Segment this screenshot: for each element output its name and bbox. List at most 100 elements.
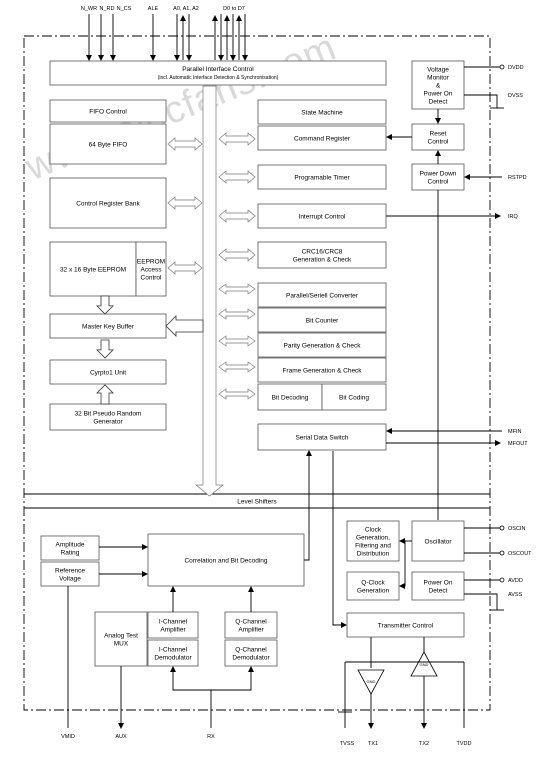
- transmitter-control-block: [346, 612, 465, 638]
- pin-n-cs-label: N_CS: [117, 6, 132, 12]
- dvdd-pin: [499, 64, 505, 70]
- cmd-bus-connector: [218, 132, 256, 146]
- analog-mux-block-label-line-0: Analog Test: [104, 632, 138, 639]
- i-amp-block-label-line-1: Amplifier: [160, 626, 186, 633]
- eeprom-access-block-label-line-1: Access: [141, 266, 163, 273]
- frame-block: [257, 357, 387, 383]
- interrupt-control-block: [257, 203, 387, 229]
- correlation-block: [147, 533, 305, 587]
- interrupt-control-block-label: Interrupt Control: [299, 213, 347, 220]
- rx-branch: [211, 666, 254, 691]
- tvdd-label: TVDD: [457, 741, 472, 747]
- oscin-label: OSCIN: [508, 526, 525, 532]
- bit-counter-block-label: Bit Counter: [306, 317, 339, 324]
- voltage-monitor-block-label-line-0: Voltage: [427, 66, 449, 73]
- dvdd-label: DVDD: [508, 65, 524, 71]
- mfin-label: MFIN: [508, 429, 521, 435]
- oscout-label: OSCOUT: [508, 551, 532, 557]
- clock-gen-block: [346, 520, 400, 562]
- power-on-detect-block-label-line-0: Power On: [424, 579, 453, 586]
- power-on-detect-block: [411, 571, 465, 601]
- tvss-label: TVSS: [340, 741, 355, 747]
- rstpd-label: RSTPD: [508, 175, 527, 181]
- eeprom-bus-connector: [167, 261, 203, 275]
- bit-coding-block: [321, 383, 387, 411]
- pin-n-wr-label: N_WR: [81, 6, 97, 12]
- state-machine-block-label: State Machine: [301, 109, 343, 116]
- reference-voltage-block-label-line-0: Reference: [55, 567, 85, 574]
- q-demod-block-label-line-0: Q-Channel: [235, 646, 267, 653]
- ps-bus-connector-5: [218, 388, 256, 400]
- eeprom-access-block: [135, 241, 167, 297]
- control-register-bank-block-label: Control Register Bank: [76, 200, 140, 207]
- bit-decoding-block: [257, 383, 323, 411]
- key-to-crypto-arrow: [96, 339, 114, 359]
- q-clock-block-label-line-0: Q-Clock: [361, 579, 385, 586]
- q-clock-block-label-line-1: Generation: [357, 587, 390, 594]
- clock-gen-block-label-line-1: Generation,: [356, 534, 390, 541]
- prng-block: [49, 403, 167, 431]
- clock-gen-block-label-line-0: Clock: [365, 526, 382, 533]
- eeprom-access-block-label-line-0: EEPROM: [137, 258, 165, 265]
- fifo-block: [49, 123, 167, 165]
- internal-bus-arrow: [195, 85, 224, 497]
- tx1-label: TX1: [368, 741, 378, 747]
- bus-to-key-buffer-arrow: [165, 315, 204, 337]
- pin-n-rd-label: N_RD: [100, 6, 115, 12]
- control-register-bank-block: [49, 177, 167, 229]
- eeprom-to-key-arrow: [96, 295, 114, 315]
- mfout-label: MFOUT: [508, 441, 528, 447]
- clock-gen-block-label-line-3: Distribution: [357, 550, 390, 557]
- aux-label: AUX: [115, 734, 127, 740]
- analog-mux-block-label-line-1: MUX: [114, 640, 129, 647]
- irq-bus-connector: [218, 209, 256, 223]
- i-demod-block-label-line-0: I-Channel: [159, 646, 188, 653]
- programable-timer-block-label: Programable Timer: [294, 174, 350, 181]
- crypto-unit-block: [49, 359, 167, 385]
- amplitude-rating-block-label-line-0: Amplitude: [56, 541, 85, 548]
- voltage-monitor-block-label-line-3: Power On: [424, 90, 453, 97]
- oscin-pin: [499, 525, 505, 531]
- rx-label: RX: [207, 734, 215, 740]
- dvss-line: [464, 94, 498, 108]
- crb-bus-connector: [167, 196, 203, 210]
- voltage-monitor-block-label-line-1: Monitor: [427, 74, 450, 81]
- voltage-monitor-block-label-line-4: Detect: [429, 98, 448, 105]
- transmitter-control-block-label: Transmitter Control: [378, 622, 434, 629]
- amplitude-rating-block: [40, 535, 100, 561]
- ps-bus-connector-2: [218, 308, 256, 320]
- crc-block-label-line-1: Generation & Check: [293, 256, 352, 263]
- serial-data-switch-block: [257, 423, 387, 451]
- frame-block-label: Frame Generation & Check: [282, 367, 362, 374]
- command-register-block-label: Command Register: [294, 135, 351, 142]
- ps-bus-connector-4: [218, 361, 256, 373]
- avdd-label: AVDD: [508, 578, 523, 584]
- correlation-block-label: Correlation and Bit Decoding: [184, 557, 267, 564]
- fifo-block-label: 64 Byte FIFO: [89, 141, 128, 148]
- fifo-control-block-label: FIFO Control: [89, 108, 127, 115]
- ps-bus-connector-3: [218, 335, 256, 347]
- reset-control-block: [411, 123, 465, 151]
- reset-control-block-label-line-0: Reset: [430, 130, 447, 137]
- parallel-serial-block: [257, 282, 387, 308]
- clkgen-to-qclk-link: [399, 541, 406, 589]
- crypto-unit-block-label: Cyrpto1 Unit: [90, 369, 126, 376]
- rx-line: [170, 666, 212, 728]
- i-demod-block-label-line-1: Demodulator: [154, 654, 192, 661]
- parallel-serial-block-label: Parallel/Seriell Converter: [286, 292, 359, 299]
- serial-data-switch-block-label: Serial Data Switch: [295, 434, 348, 441]
- q-clock-block: [346, 571, 400, 601]
- pin-data-label: D0 to D7: [223, 6, 245, 12]
- state-machine-block: [257, 99, 387, 125]
- timer-bus-connector: [218, 170, 256, 184]
- power-down-block-label-line-1: Control: [428, 178, 450, 185]
- dvss-label: DVSS: [508, 93, 523, 99]
- parallel-interface-label: Parallel Interface Control: [182, 66, 254, 73]
- parity-block: [257, 332, 387, 358]
- bit-counter-block: [257, 307, 387, 333]
- ps-bus-connector-1: [218, 283, 256, 295]
- avss-label: AVSS: [508, 592, 523, 598]
- power-on-detect-block-label-line-1: Detect: [429, 587, 448, 594]
- eeprom-access-block-label-line-2: Control: [141, 274, 163, 281]
